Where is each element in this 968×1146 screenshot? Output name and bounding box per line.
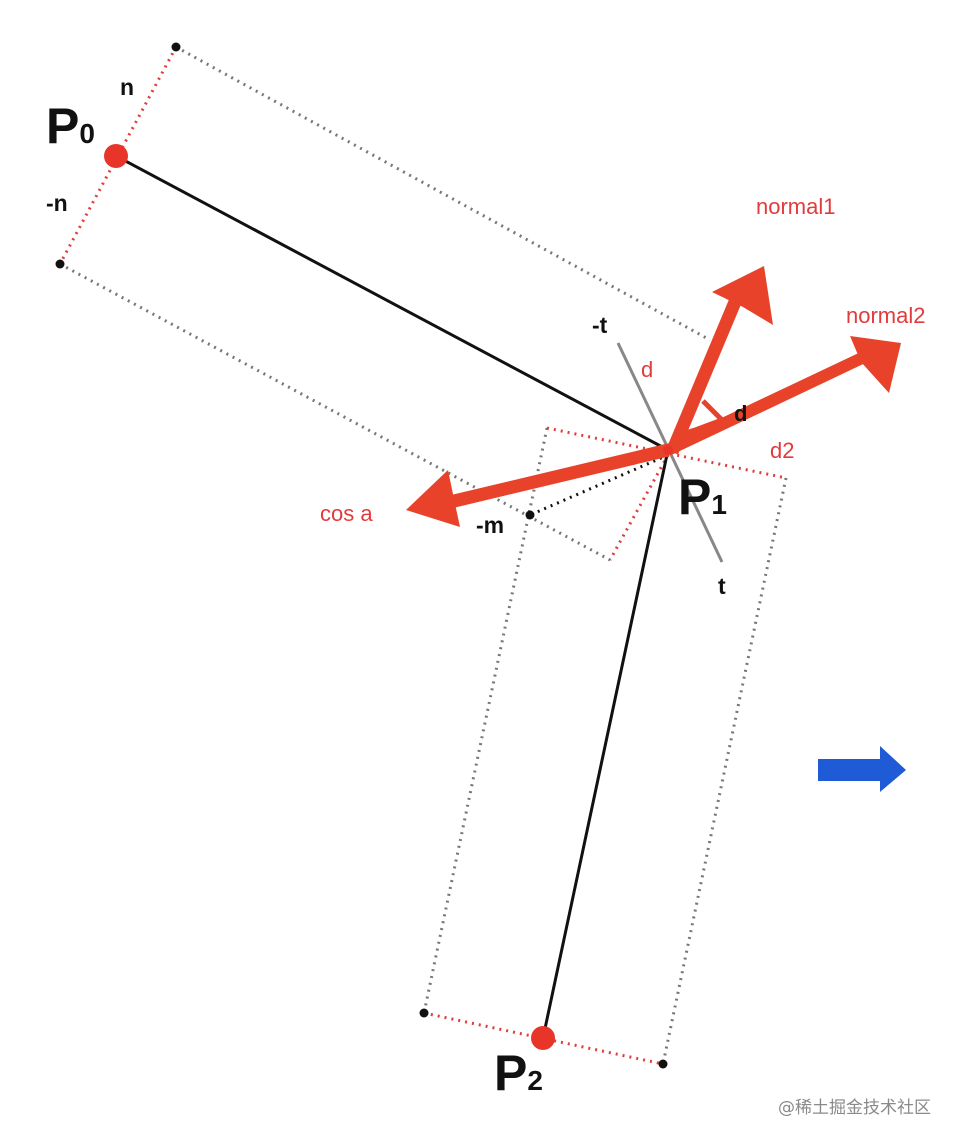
label-d-hidden: d	[734, 401, 747, 426]
angle-mark	[689, 399, 727, 435]
segment1-end-edge	[608, 454, 670, 561]
point-p0	[104, 144, 128, 168]
corner-dot	[658, 1059, 668, 1069]
segment-p1-p2	[541, 449, 670, 1039]
segment2-start-edge	[546, 426, 787, 480]
corner-dot	[419, 1008, 429, 1018]
arrow-normal1	[666, 266, 773, 455]
label-normal1: normal1	[756, 194, 835, 219]
label-n: n	[120, 74, 134, 100]
label-d2: d2	[770, 438, 794, 463]
corner-dot	[55, 259, 65, 269]
label-d: d	[641, 357, 653, 382]
label-neg-m: -m	[476, 512, 504, 538]
label-neg-n: -n	[46, 190, 68, 216]
segment2-outline-right	[661, 477, 788, 1065]
segment2-outline-left	[422, 427, 549, 1014]
segment-p0-p1	[115, 154, 669, 452]
label-p0: P0	[46, 98, 95, 154]
right-arrow-icon	[818, 746, 906, 792]
arrow-cos-a	[406, 443, 670, 527]
label-normal2: normal2	[846, 303, 925, 328]
corner-dot	[171, 42, 181, 52]
label-cos-a: cos a	[320, 501, 373, 526]
point-p2	[531, 1026, 555, 1050]
miter-dot	[525, 510, 535, 520]
segment2-end-edge	[423, 1011, 664, 1066]
arrow-normal2	[665, 336, 901, 456]
angle-arc	[674, 427, 701, 444]
label-t: t	[718, 573, 726, 599]
label-p2: P2	[494, 1045, 543, 1101]
label-neg-t: -t	[592, 312, 608, 338]
point-p1	[663, 445, 673, 455]
label-p1: P1	[678, 469, 727, 525]
watermark: @稀土掘金技术社区	[778, 1098, 931, 1118]
